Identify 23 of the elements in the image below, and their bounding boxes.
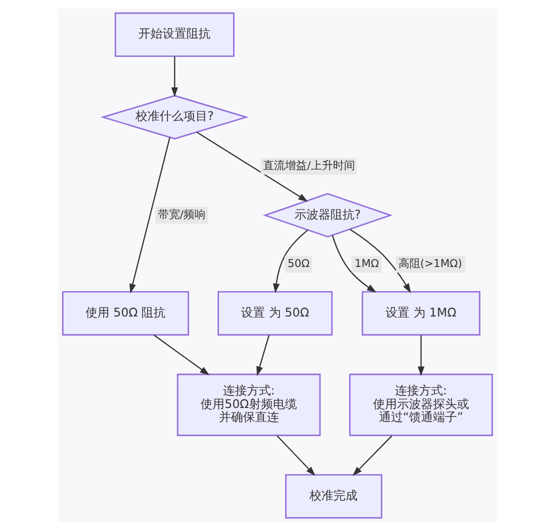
arrow — [352, 435, 392, 476]
arrow — [417, 335, 424, 376]
edge-label: 直流增益/上升时间 — [262, 158, 354, 172]
edge-label: 50Ω — [287, 256, 310, 270]
edge-label: 1MΩ — [354, 256, 378, 270]
node-box: 校准完成 — [284, 474, 382, 519]
edge-label: 带宽/频响 — [157, 208, 206, 221]
arrow — [272, 230, 308, 294]
arrow — [331, 235, 376, 293]
node-box: 使用 50Ω 阻抗 — [62, 291, 189, 336]
node-box: 连接方式:使用示波器探头或通过“馈通端子” — [348, 374, 492, 436]
arrow — [276, 435, 315, 476]
arrow — [128, 137, 170, 294]
edge-label: 高阻(>1MΩ) — [398, 256, 462, 270]
arrow — [196, 132, 308, 202]
node-box: 连接方式:使用50Ω射频电缆并确保直连 — [176, 374, 320, 436]
arrow — [170, 56, 178, 97]
arrow — [153, 334, 210, 376]
node-box: 设置 为 50Ω — [217, 291, 332, 336]
arrow — [256, 335, 270, 376]
node-diamond: 校准什么项目? — [100, 94, 248, 140]
node-box: 设置 为 1MΩ — [361, 291, 480, 336]
node-box: 开始设置阻抗 — [114, 12, 234, 57]
